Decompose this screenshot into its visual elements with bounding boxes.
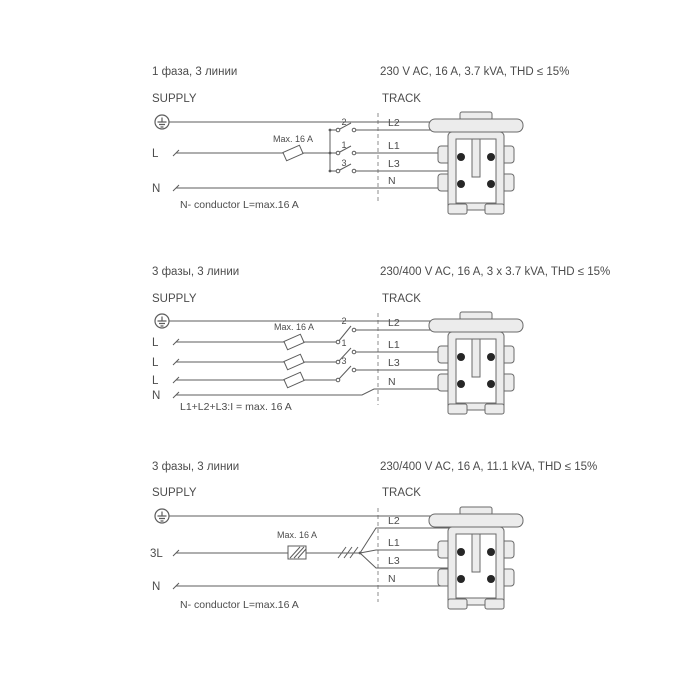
diagram-title: 3 фазы, 3 линии [152, 266, 239, 278]
earth-icon [154, 313, 170, 329]
fuse-icon [283, 371, 305, 389]
fuse-icon [287, 545, 307, 560]
track-line-label: L3 [388, 357, 400, 369]
diagram-note: L1+L2+L3:I = max. 16 A [180, 401, 292, 413]
track-line-label: L1 [388, 140, 400, 152]
junction-dots [328, 128, 332, 173]
track-line-label: N [388, 573, 396, 585]
switch-number: 2 [341, 316, 346, 326]
fuse-rating-label: Max. 16 A [273, 134, 313, 144]
circuit-lines [169, 515, 452, 590]
diagram-note: N- conductor L=max.16 A [180, 599, 299, 611]
track-line-label: L2 [388, 117, 400, 129]
supply-label: SUPPLY [152, 487, 197, 499]
supply-line-label: L [152, 375, 159, 387]
supply-line-label: N [152, 183, 160, 195]
fuse-rating-label: Max. 16 A [274, 322, 314, 332]
track-cross-section [428, 506, 524, 610]
switch-number: 3 [341, 158, 346, 168]
diagram-3phase-single-feed: 3 фазы, 3 линии 230/400 V AC, 16 A, 11.1… [150, 461, 597, 611]
earth-icon [154, 114, 170, 130]
diagram-title: 3 фазы, 3 линии [152, 461, 239, 473]
switch-contact-icons [335, 327, 357, 383]
circuit-lines [169, 121, 452, 192]
supply-line-label: N [152, 581, 160, 593]
track-line-label: L3 [388, 555, 400, 567]
fuse-icon [283, 333, 305, 351]
diagram-title: 1 фаза, 3 линии [152, 66, 237, 78]
diagram-spec: 230/400 V AC, 16 A, 3 x 3.7 kVA, THD ≤ 1… [380, 266, 610, 278]
earth-icon [154, 508, 170, 524]
diagram-1phase-3lines: 1 фаза, 3 линии 230 V AC, 16 A, 3.7 kVA,… [152, 66, 569, 215]
supply-line-label: L [152, 337, 159, 349]
track-line-label: L3 [388, 158, 400, 170]
diagram-spec: 230 V AC, 16 A, 3.7 kVA, THD ≤ 15% [380, 66, 569, 78]
supply-line-label: L [152, 357, 159, 369]
track-cross-section [428, 311, 524, 415]
diagram-note: N- conductor L=max.16 A [180, 199, 299, 211]
switch-contact-icons [335, 127, 357, 174]
supply-label: SUPPLY [152, 93, 197, 105]
supply-line-label: L [152, 148, 159, 160]
supply-line-label: N [152, 390, 160, 402]
track-line-label: L1 [388, 339, 400, 351]
track-line-label: L1 [388, 537, 400, 549]
track-label: TRACK [382, 93, 421, 105]
supply-label: SUPPLY [152, 293, 197, 305]
diagram-3phase-3lines: 3 фазы, 3 линии 230/400 V AC, 16 A, 3 x … [152, 266, 610, 415]
fuse-icon [283, 353, 305, 371]
diagram-spec: 230/400 V AC, 16 A, 11.1 kVA, THD ≤ 15% [380, 461, 597, 473]
track-line-label: N [388, 376, 396, 388]
fuse-icon [282, 144, 304, 162]
track-label: TRACK [382, 293, 421, 305]
track-line-label: N [388, 175, 396, 187]
switch-number: 3 [341, 356, 346, 366]
switch-number: 2 [341, 117, 346, 127]
track-cross-section [428, 111, 524, 215]
supply-line-label: 3L [150, 548, 163, 560]
switch-number: 1 [341, 140, 346, 150]
junction-dot [358, 551, 362, 555]
track-label: TRACK [382, 487, 421, 499]
fuse-rating-label: Max. 16 A [277, 530, 317, 540]
switch-number: 1 [341, 338, 346, 348]
track-line-label: L2 [388, 515, 400, 527]
track-line-label: L2 [388, 317, 400, 329]
circuit-lines [169, 320, 452, 399]
